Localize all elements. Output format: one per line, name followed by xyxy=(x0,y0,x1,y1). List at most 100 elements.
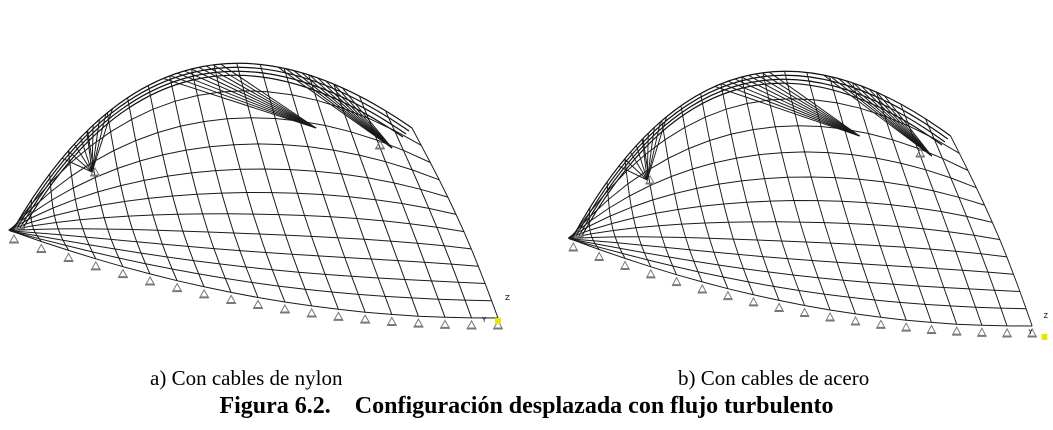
anchor-cable xyxy=(191,68,317,129)
support-icon xyxy=(876,319,886,329)
mesh-cable-trans xyxy=(924,118,1008,327)
support-icon xyxy=(671,276,682,287)
anchor-cable xyxy=(212,64,317,129)
axis-marker: Y Z xyxy=(1027,312,1048,340)
mesh-cable-trans xyxy=(588,207,600,250)
figure-caption: Figura 6.2. Configuración desplazada con… xyxy=(0,393,1053,420)
mesh-cable-trans xyxy=(741,76,806,306)
anchor-cable xyxy=(91,119,101,173)
anchor-cable xyxy=(734,78,860,137)
support-icon xyxy=(594,251,604,261)
support-icon xyxy=(413,318,424,328)
support-icon xyxy=(9,233,19,244)
anchor-cable xyxy=(768,71,860,137)
support-icon xyxy=(1002,327,1012,338)
anchor-cable xyxy=(646,127,655,181)
anchor-cable xyxy=(845,80,932,157)
mesh-cable-trans xyxy=(568,235,574,241)
anchor-cable xyxy=(646,121,661,181)
support-icon xyxy=(915,147,926,158)
anchor-cable xyxy=(333,83,393,149)
anchor-cable xyxy=(721,83,860,137)
mesh-drawing-nylon: Y Z xyxy=(8,62,510,330)
structure-diagram-steel: Y Z xyxy=(560,0,1053,352)
support-icon xyxy=(375,139,385,150)
mesh-cable-long xyxy=(568,199,993,239)
support-icon xyxy=(386,316,397,326)
anchor-cable xyxy=(285,68,393,149)
support-markers xyxy=(9,139,503,330)
mesh-cable-long xyxy=(12,231,492,302)
anchor-cable xyxy=(61,157,93,173)
support-icon xyxy=(901,322,911,332)
anchor-cable xyxy=(73,143,93,173)
mesh-cable-long xyxy=(11,230,486,284)
mesh-cable-trans xyxy=(106,112,151,275)
mesh-cable-trans xyxy=(762,72,831,311)
support-icon xyxy=(926,324,937,334)
anchor-cable xyxy=(67,150,93,173)
anchor-cable xyxy=(91,125,94,173)
support-icon xyxy=(172,282,183,293)
mesh-cable-long xyxy=(8,191,457,231)
mesh-cable-trans xyxy=(875,91,958,325)
mesh-cable-trans xyxy=(411,127,499,319)
support-icon xyxy=(145,275,156,286)
anchor-cable xyxy=(293,70,393,149)
anchor-cable xyxy=(91,113,107,173)
anchor-cable xyxy=(317,77,393,149)
anchor-cable xyxy=(277,66,393,149)
support-icon xyxy=(199,288,210,299)
support-markers xyxy=(568,147,1037,338)
anchor-cable xyxy=(761,72,860,137)
anchor-cable xyxy=(220,63,317,129)
anchor-cable xyxy=(80,137,93,173)
support-icon xyxy=(63,252,74,262)
mesh-drawing-steel: Y Z xyxy=(568,70,1048,340)
truss-web xyxy=(936,128,939,141)
mesh-cable-long xyxy=(10,117,431,230)
mesh-cable-trans xyxy=(950,135,1033,327)
mesh-cable-trans xyxy=(333,83,419,317)
mesh-cable-trans xyxy=(213,64,286,303)
mesh-cable-trans xyxy=(191,68,259,298)
anchor-cable xyxy=(184,70,317,129)
figure-label: Figura 6.2. xyxy=(219,393,331,419)
anchor-cable xyxy=(741,76,860,137)
truss-web xyxy=(800,72,802,84)
support-icon xyxy=(951,326,962,336)
support-icon xyxy=(440,319,451,329)
anchor-cable xyxy=(727,80,860,137)
truss-web xyxy=(275,66,276,79)
anchor-cable xyxy=(309,74,393,149)
axis-origin-highlight xyxy=(1041,334,1048,340)
anchor-cable xyxy=(646,116,668,181)
anchor-cable xyxy=(198,66,317,129)
support-icon xyxy=(850,315,861,326)
truss-web xyxy=(790,71,792,83)
arch-truss xyxy=(13,62,413,229)
anchor-cable xyxy=(860,85,932,157)
support-icon xyxy=(306,307,317,318)
support-icon xyxy=(15,219,25,230)
mesh-cable-trans xyxy=(67,150,97,260)
support-icon xyxy=(466,319,477,330)
anchor-cable xyxy=(618,165,648,181)
mesh-cable-trans xyxy=(680,105,729,289)
mesh-cable-trans xyxy=(606,181,626,259)
anchor-cable xyxy=(624,158,648,181)
mesh-cable-trans xyxy=(49,173,70,251)
arch-chord xyxy=(16,66,410,229)
support-icon xyxy=(360,314,371,324)
anchor-cable xyxy=(853,82,932,157)
truss-web xyxy=(810,73,812,86)
truss-web xyxy=(253,64,255,76)
support-icon xyxy=(799,307,810,317)
arch-chord xyxy=(575,74,949,237)
mesh-cable-trans xyxy=(784,71,856,315)
axis-label-y: Y xyxy=(481,316,487,324)
anchor-cable xyxy=(635,145,648,181)
anchor-cable xyxy=(86,131,93,173)
anchor-cable xyxy=(177,72,317,129)
truss-web xyxy=(397,120,400,133)
